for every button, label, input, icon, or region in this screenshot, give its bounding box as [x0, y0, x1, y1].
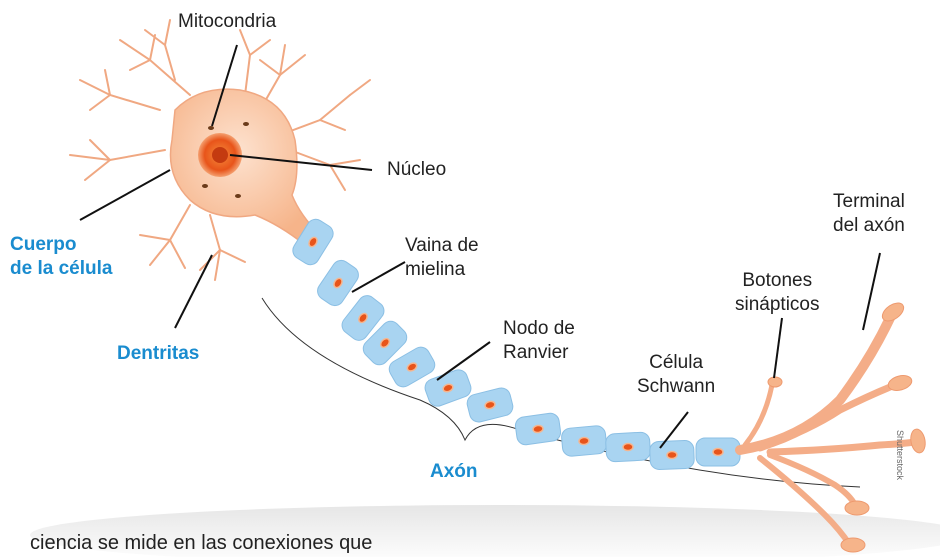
- label-cuerpo-de-la-celula: Cuerpo de la célula: [10, 233, 112, 281]
- label-mitocondria: Mitocondria: [178, 10, 276, 34]
- myelin-segment: [514, 412, 561, 446]
- label-terminal-line1: Terminal: [833, 190, 905, 214]
- schwann-nucleus: [623, 443, 633, 451]
- myelin-segment: [561, 425, 607, 457]
- myelin-segment: [605, 432, 650, 462]
- label-vaina-de-mielina: Vaina de mielina: [405, 234, 479, 282]
- schwann-nucleus: [667, 451, 677, 458]
- label-vaina-line1: Vaina de: [405, 234, 479, 258]
- label-celula-line1: Célula: [637, 351, 715, 375]
- label-cuerpo-line1: Cuerpo: [10, 233, 112, 257]
- label-dentritas: Dentritas: [117, 342, 199, 366]
- label-terminal-line2: del axón: [833, 214, 905, 238]
- image-credit: Shutterstock: [895, 430, 905, 480]
- label-nucleo: Núcleo: [387, 158, 446, 182]
- label-terminal-del-axon: Terminal del axón: [833, 190, 905, 238]
- label-nodo-line1: Nodo de: [503, 317, 575, 341]
- label-cuerpo-line2: de la célula: [10, 257, 112, 281]
- myelin-segment: [650, 440, 695, 470]
- schwann-nucleus: [533, 425, 544, 433]
- label-celula-schwann: Célula Schwann: [637, 351, 715, 399]
- label-botones-sinapticos: Botones sinápticos: [735, 269, 820, 317]
- myelin-segment: [423, 367, 474, 408]
- myelin-segment: [696, 438, 740, 466]
- footer-text: ciencia se mide en las conexiones que: [30, 532, 372, 555]
- schwann-nucleus: [713, 449, 723, 456]
- label-nodo-line2: Ranvier: [503, 341, 575, 365]
- cell-body: [170, 89, 320, 245]
- myelin-segment: [465, 386, 514, 424]
- schwann-nucleus: [579, 437, 590, 445]
- label-botones-line2: sinápticos: [735, 293, 820, 317]
- label-axon: Axón: [430, 460, 478, 484]
- label-nodo-de-ranvier: Nodo de Ranvier: [503, 317, 575, 365]
- label-vaina-line2: mielina: [405, 258, 479, 282]
- label-celula-line2: Schwann: [637, 375, 715, 399]
- nucleolus: [212, 147, 228, 163]
- myelin-segment: [314, 257, 362, 309]
- label-botones-line1: Botones: [735, 269, 820, 293]
